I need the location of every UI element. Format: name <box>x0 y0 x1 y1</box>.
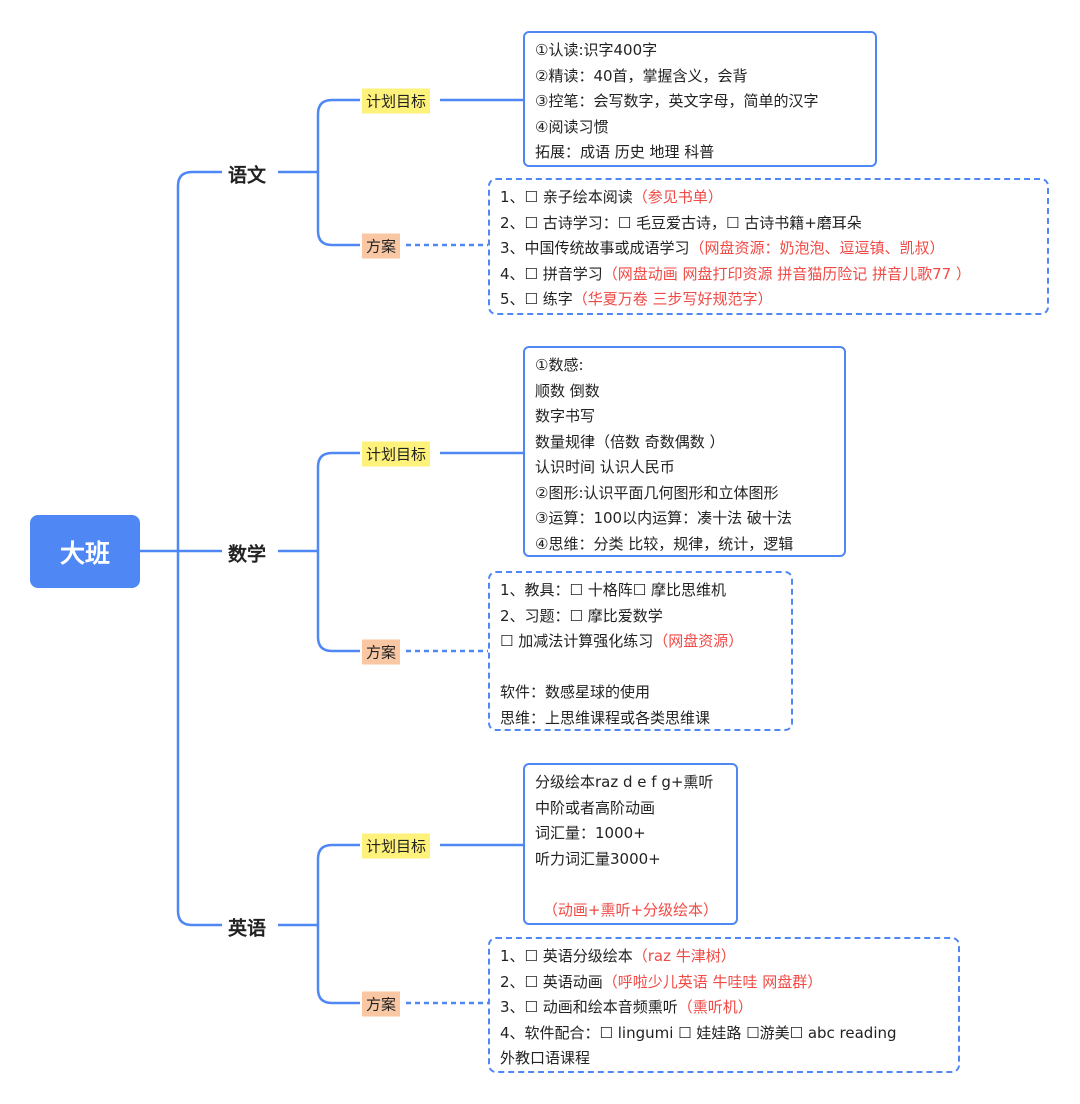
english-plan-box[interactable]: 1、☐ 英语分级绘本（raz 牛津树）2、☐ 英语动画（呼啦少儿英语 牛哇哇 网… <box>488 937 960 1073</box>
item-text: 2、☐ 英语动画 <box>500 972 603 991</box>
resource-note: （熏听机） <box>677 998 753 1016</box>
text-line: 1、教具：☐ 十格阵☐ 摩比思维机 <box>500 578 781 604</box>
chinese-plan-label[interactable]: 方案 <box>362 233 401 259</box>
text-line: 分级绘本raz d e f g+熏听 <box>535 770 726 796</box>
item-text: 数字书写 <box>535 407 596 425</box>
resource-note: （动画+熏听+分级绘本） <box>542 900 719 919</box>
text-line <box>535 872 726 898</box>
item-text: 顺数 倒数 <box>535 381 600 400</box>
item-text: 数量规律（倍数 奇数偶数 ） <box>535 432 725 451</box>
text-line: 思维：上思维课程或各类思维课 <box>500 706 781 732</box>
resource-note: （raz 牛津树） <box>632 947 736 965</box>
text-line: 数量规律（倍数 奇数偶数 ） <box>535 430 834 456</box>
item-text: 中阶或者高阶动画 <box>535 798 656 817</box>
item-text: 3、☐ 动画和绘本音频熏听 <box>500 998 678 1016</box>
chinese-goal-label[interactable]: 计划目标 <box>362 88 431 114</box>
item-text: ④阅读习惯 <box>535 117 609 136</box>
text-line: 4、软件配合：☐ lingumi ☐ 娃娃路 ☐游美☐ abc reading <box>500 1021 948 1047</box>
item-text: ②图形:认识平面几何图形和立体图形 <box>535 483 779 502</box>
item-text: ①数感: <box>535 356 584 374</box>
text-line: 2、☐ 英语动画（呼啦少儿英语 牛哇哇 网盘群） <box>500 970 948 996</box>
text-line: 2、☐ 古诗学习：☐ 毛豆爱古诗，☐ 古诗书籍+磨耳朵 <box>500 211 1037 237</box>
english-goal-label[interactable]: 计划目标 <box>362 833 431 859</box>
chinese-goal-box[interactable]: ①认读:识字400字 ②精读：40首，掌握含义，会背 ③控笔：会写数字，英文字母，简… <box>523 31 877 167</box>
text-line: ④阅读习惯 <box>535 115 865 141</box>
math-plan-label[interactable]: 方案 <box>362 639 401 665</box>
english-plan-label[interactable]: 方案 <box>362 991 401 1017</box>
item-text: 拓展：成语 历史 地理 科普 <box>535 143 715 161</box>
resource-note: （网盘资源：奶泡泡、逗逗镇、凯叔） <box>689 239 945 257</box>
item-text: 4、软件配合：☐ lingumi ☐ 娃娃路 ☐游美☐ abc reading <box>500 1023 897 1042</box>
chinese-plan-box[interactable]: 1、☐ 亲子绘本阅读（参见书单） 2、☐ 古诗学习：☐ 毛豆爱古诗，☐ 古诗书籍+… <box>488 178 1049 315</box>
item-text: 1、☐ 英语分级绘本 <box>500 947 633 965</box>
item-text: 4、☐ 拼音学习 <box>500 264 603 283</box>
text-line: 拓展：成语 历史 地理 科普 <box>535 140 865 166</box>
text-line: 5、☐ 练字（华夏万卷 三步写好规范字） <box>500 287 1037 313</box>
item-text: 词汇量：1000+ <box>535 824 646 842</box>
resource-note: （网盘资源） <box>653 632 744 650</box>
text-line: 4、☐ 拼音学习（网盘动画 网盘打印资源 拼音猫历险记 拼音儿歌77 ） <box>500 262 1037 288</box>
text-line: 软件：数感星球的使用 <box>500 680 781 706</box>
text-line: ③运算：100以内运算：凑十法 破十法 <box>535 506 834 532</box>
item-text: 思维：上思维课程或各类思维课 <box>500 708 711 727</box>
root-node[interactable]: 大班 <box>30 515 140 588</box>
item-text: 认识时间 认识人民币 <box>535 458 675 476</box>
item-text: ④思维：分类 比较，规律，统计，逻辑 <box>535 534 794 553</box>
resource-note: （参见书单） <box>632 188 723 206</box>
item-text: 软件：数感星球的使用 <box>500 683 651 701</box>
text-line: ①认读:识字400字 <box>535 38 865 64</box>
text-line: 3、☐ 动画和绘本音频熏听（熏听机） <box>500 995 948 1021</box>
text-line: ①数感: <box>535 353 834 379</box>
item-text: 3、中国传统故事或成语学习 <box>500 239 690 257</box>
text-line: 数字书写 <box>535 404 834 430</box>
math-goal-box[interactable]: ①数感: 顺数 倒数数字书写数量规律（倍数 奇数偶数 ） 认识时间 认识人民币 ②图形… <box>523 346 846 557</box>
item-text: ②精读：40首，掌握含义，会背 <box>535 66 748 85</box>
item-text: 1、教具：☐ 十格阵☐ 摩比思维机 <box>500 581 726 599</box>
resource-note: （华夏万卷 三步写好规范字） <box>572 290 773 308</box>
item-text: ③控笔：会写数字，英文字母，简单的汉字 <box>535 92 819 110</box>
item-text: 2、习题：☐ 摩比爱数学 <box>500 606 663 625</box>
math-plan-box[interactable]: 1、教具：☐ 十格阵☐ 摩比思维机 2、习题：☐ 摩比爱数学 ☐ 加减法计算强化练习… <box>488 571 793 731</box>
item-text: 听力词汇量3000+ <box>535 849 661 868</box>
text-line: ☐ 加减法计算强化练习（网盘资源） <box>500 629 781 655</box>
math-goal-label[interactable]: 计划目标 <box>362 441 431 467</box>
text-line: ②图形:认识平面几何图形和立体图形 <box>535 481 834 507</box>
text-line: ④思维：分类 比较，规律，统计，逻辑 <box>535 532 834 558</box>
subject-chinese[interactable]: 语文 <box>228 164 267 187</box>
text-line: 听力词汇量3000+ <box>535 847 726 873</box>
english-goal-box[interactable]: 分级绘本raz d e f g+熏听中阶或者高阶动画词汇量：1000+ 听力词汇量… <box>523 763 738 925</box>
text-line: 1、☐ 亲子绘本阅读（参见书单） <box>500 185 1037 211</box>
resource-note: （网盘动画 网盘打印资源 拼音猫历险记 拼音儿歌77 ） <box>602 264 971 283</box>
item-text: 2、☐ 古诗学习：☐ 毛豆爱古诗，☐ 古诗书籍+磨耳朵 <box>500 213 862 232</box>
text-line: 3、中国传统故事或成语学习（网盘资源：奶泡泡、逗逗镇、凯叔） <box>500 236 1037 262</box>
item-text: 5、☐ 练字 <box>500 290 573 308</box>
subject-english[interactable]: 英语 <box>228 917 267 940</box>
item-text: 分级绘本raz d e f g+熏听 <box>535 773 714 791</box>
text-line: 外教口语课程 <box>500 1046 948 1072</box>
text-line: ③控笔：会写数字，英文字母，简单的汉字 <box>535 89 865 115</box>
item-text: ①认读:识字400字 <box>535 41 658 59</box>
text-line: （动画+熏听+分级绘本） <box>535 898 726 924</box>
text-line: 认识时间 认识人民币 <box>535 455 834 481</box>
text-line: 词汇量：1000+ <box>535 821 726 847</box>
text-line <box>500 655 781 681</box>
item-text: ☐ 加减法计算强化练习 <box>500 632 654 650</box>
text-line: ②精读：40首，掌握含义，会背 <box>535 64 865 90</box>
item-text: 1、☐ 亲子绘本阅读 <box>500 188 633 206</box>
text-line: 中阶或者高阶动画 <box>535 796 726 822</box>
resource-note: （呼啦少儿英语 牛哇哇 网盘群） <box>602 972 823 991</box>
subject-math[interactable]: 数学 <box>228 543 267 566</box>
item-text: 外教口语课程 <box>500 1049 591 1067</box>
text-line: 1、☐ 英语分级绘本（raz 牛津树） <box>500 944 948 970</box>
text-line: 顺数 倒数 <box>535 379 834 405</box>
text-line: 2、习题：☐ 摩比爱数学 <box>500 604 781 630</box>
item-text: ③运算：100以内运算：凑十法 破十法 <box>535 509 792 527</box>
